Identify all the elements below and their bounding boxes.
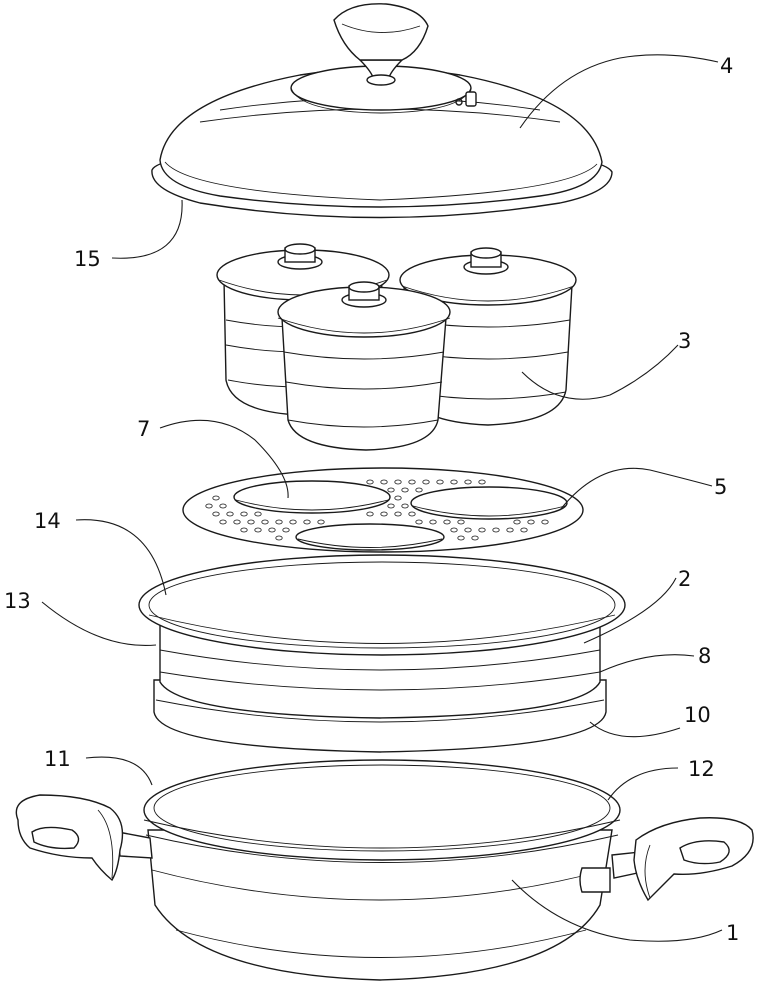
plate-hole: [268, 527, 276, 533]
plate-hole: [527, 519, 535, 525]
label-ring-bottom: 10: [684, 703, 711, 727]
plate-hole: [492, 527, 500, 533]
plate-hole: [254, 527, 262, 533]
leader-lines: [41, 54, 723, 942]
label-ring-top-edge: 14: [34, 509, 61, 533]
plate-hole: [387, 503, 395, 509]
plate-hole: [415, 487, 423, 493]
plate-hole: [366, 511, 374, 517]
plate-hole: [219, 519, 227, 525]
plate-hole: [366, 479, 374, 485]
plate-hole: [520, 527, 528, 533]
plate-hole: [394, 495, 402, 501]
plate-hole: [478, 479, 486, 485]
plate-hole: [212, 495, 220, 501]
plate-hole: [219, 503, 227, 509]
label-lid-flange: 15: [74, 247, 101, 271]
plate-hole: [282, 527, 290, 533]
plate-hole: [261, 519, 269, 525]
plate-hole: [506, 527, 514, 533]
plate-hole: [394, 479, 402, 485]
label-steamer-ring: 2: [678, 567, 691, 591]
plate-hole: [408, 479, 416, 485]
plate-hole: [415, 519, 423, 525]
plate-hole: [303, 519, 311, 525]
plate-hole: [443, 519, 451, 525]
plate-hole: [387, 487, 395, 493]
plate-hole: [478, 527, 486, 533]
lid-knob: [333, 3, 429, 86]
plate-hole: [429, 519, 437, 525]
plate-hole: [422, 479, 430, 485]
plate-hole: [226, 511, 234, 517]
plate-hole: [513, 519, 521, 525]
plate-hole: [205, 503, 213, 509]
reference-labels: 4 15 3 7 5 14 2 13 8 10 11 12 1: [4, 54, 739, 945]
plate-holes: [205, 479, 549, 541]
label-pot-rim-right: 12: [688, 757, 715, 781]
left-handle: [15, 794, 153, 882]
plate-hole: [317, 519, 325, 525]
plate-hole: [401, 503, 409, 509]
plate-hole: [289, 519, 297, 525]
plate-hole: [450, 527, 458, 533]
plate-hole: [464, 479, 472, 485]
label-ring-step: 8: [698, 644, 711, 668]
plate-hole: [233, 519, 241, 525]
label-pot-rim-left: 11: [44, 747, 71, 771]
label-cups: 3: [678, 329, 691, 353]
plate-hole: [275, 519, 283, 525]
plate-hole: [457, 535, 465, 541]
plate-hole: [380, 511, 388, 517]
plate-hole: [457, 519, 465, 525]
plate-hole: [401, 487, 409, 493]
plate-hole: [394, 511, 402, 517]
plate-hole: [247, 519, 255, 525]
pot: [15, 759, 754, 981]
plate-hole: [436, 479, 444, 485]
plate-hole: [212, 511, 220, 517]
plate-hole: [450, 479, 458, 485]
plate-hole: [275, 535, 283, 541]
plate-hole: [471, 535, 479, 541]
plate-hole: [240, 511, 248, 517]
lid: [151, 3, 613, 219]
cup-front: [277, 281, 451, 451]
right-handle: [579, 817, 754, 902]
steamer-ring: [138, 554, 626, 753]
plate-hole: [408, 511, 416, 517]
plate-hole: [541, 519, 549, 525]
label-steam-plate: 5: [714, 475, 727, 499]
plate-hole: [240, 527, 248, 533]
plate-hole: [380, 479, 388, 485]
label-plate-opening: 7: [137, 417, 150, 441]
plate-hole: [464, 527, 472, 533]
label-pot: 1: [726, 921, 739, 945]
steam-plate: [182, 467, 584, 553]
label-lid: 4: [720, 54, 733, 78]
plate-hole: [254, 511, 262, 517]
label-ring-wall: 13: [4, 589, 31, 613]
